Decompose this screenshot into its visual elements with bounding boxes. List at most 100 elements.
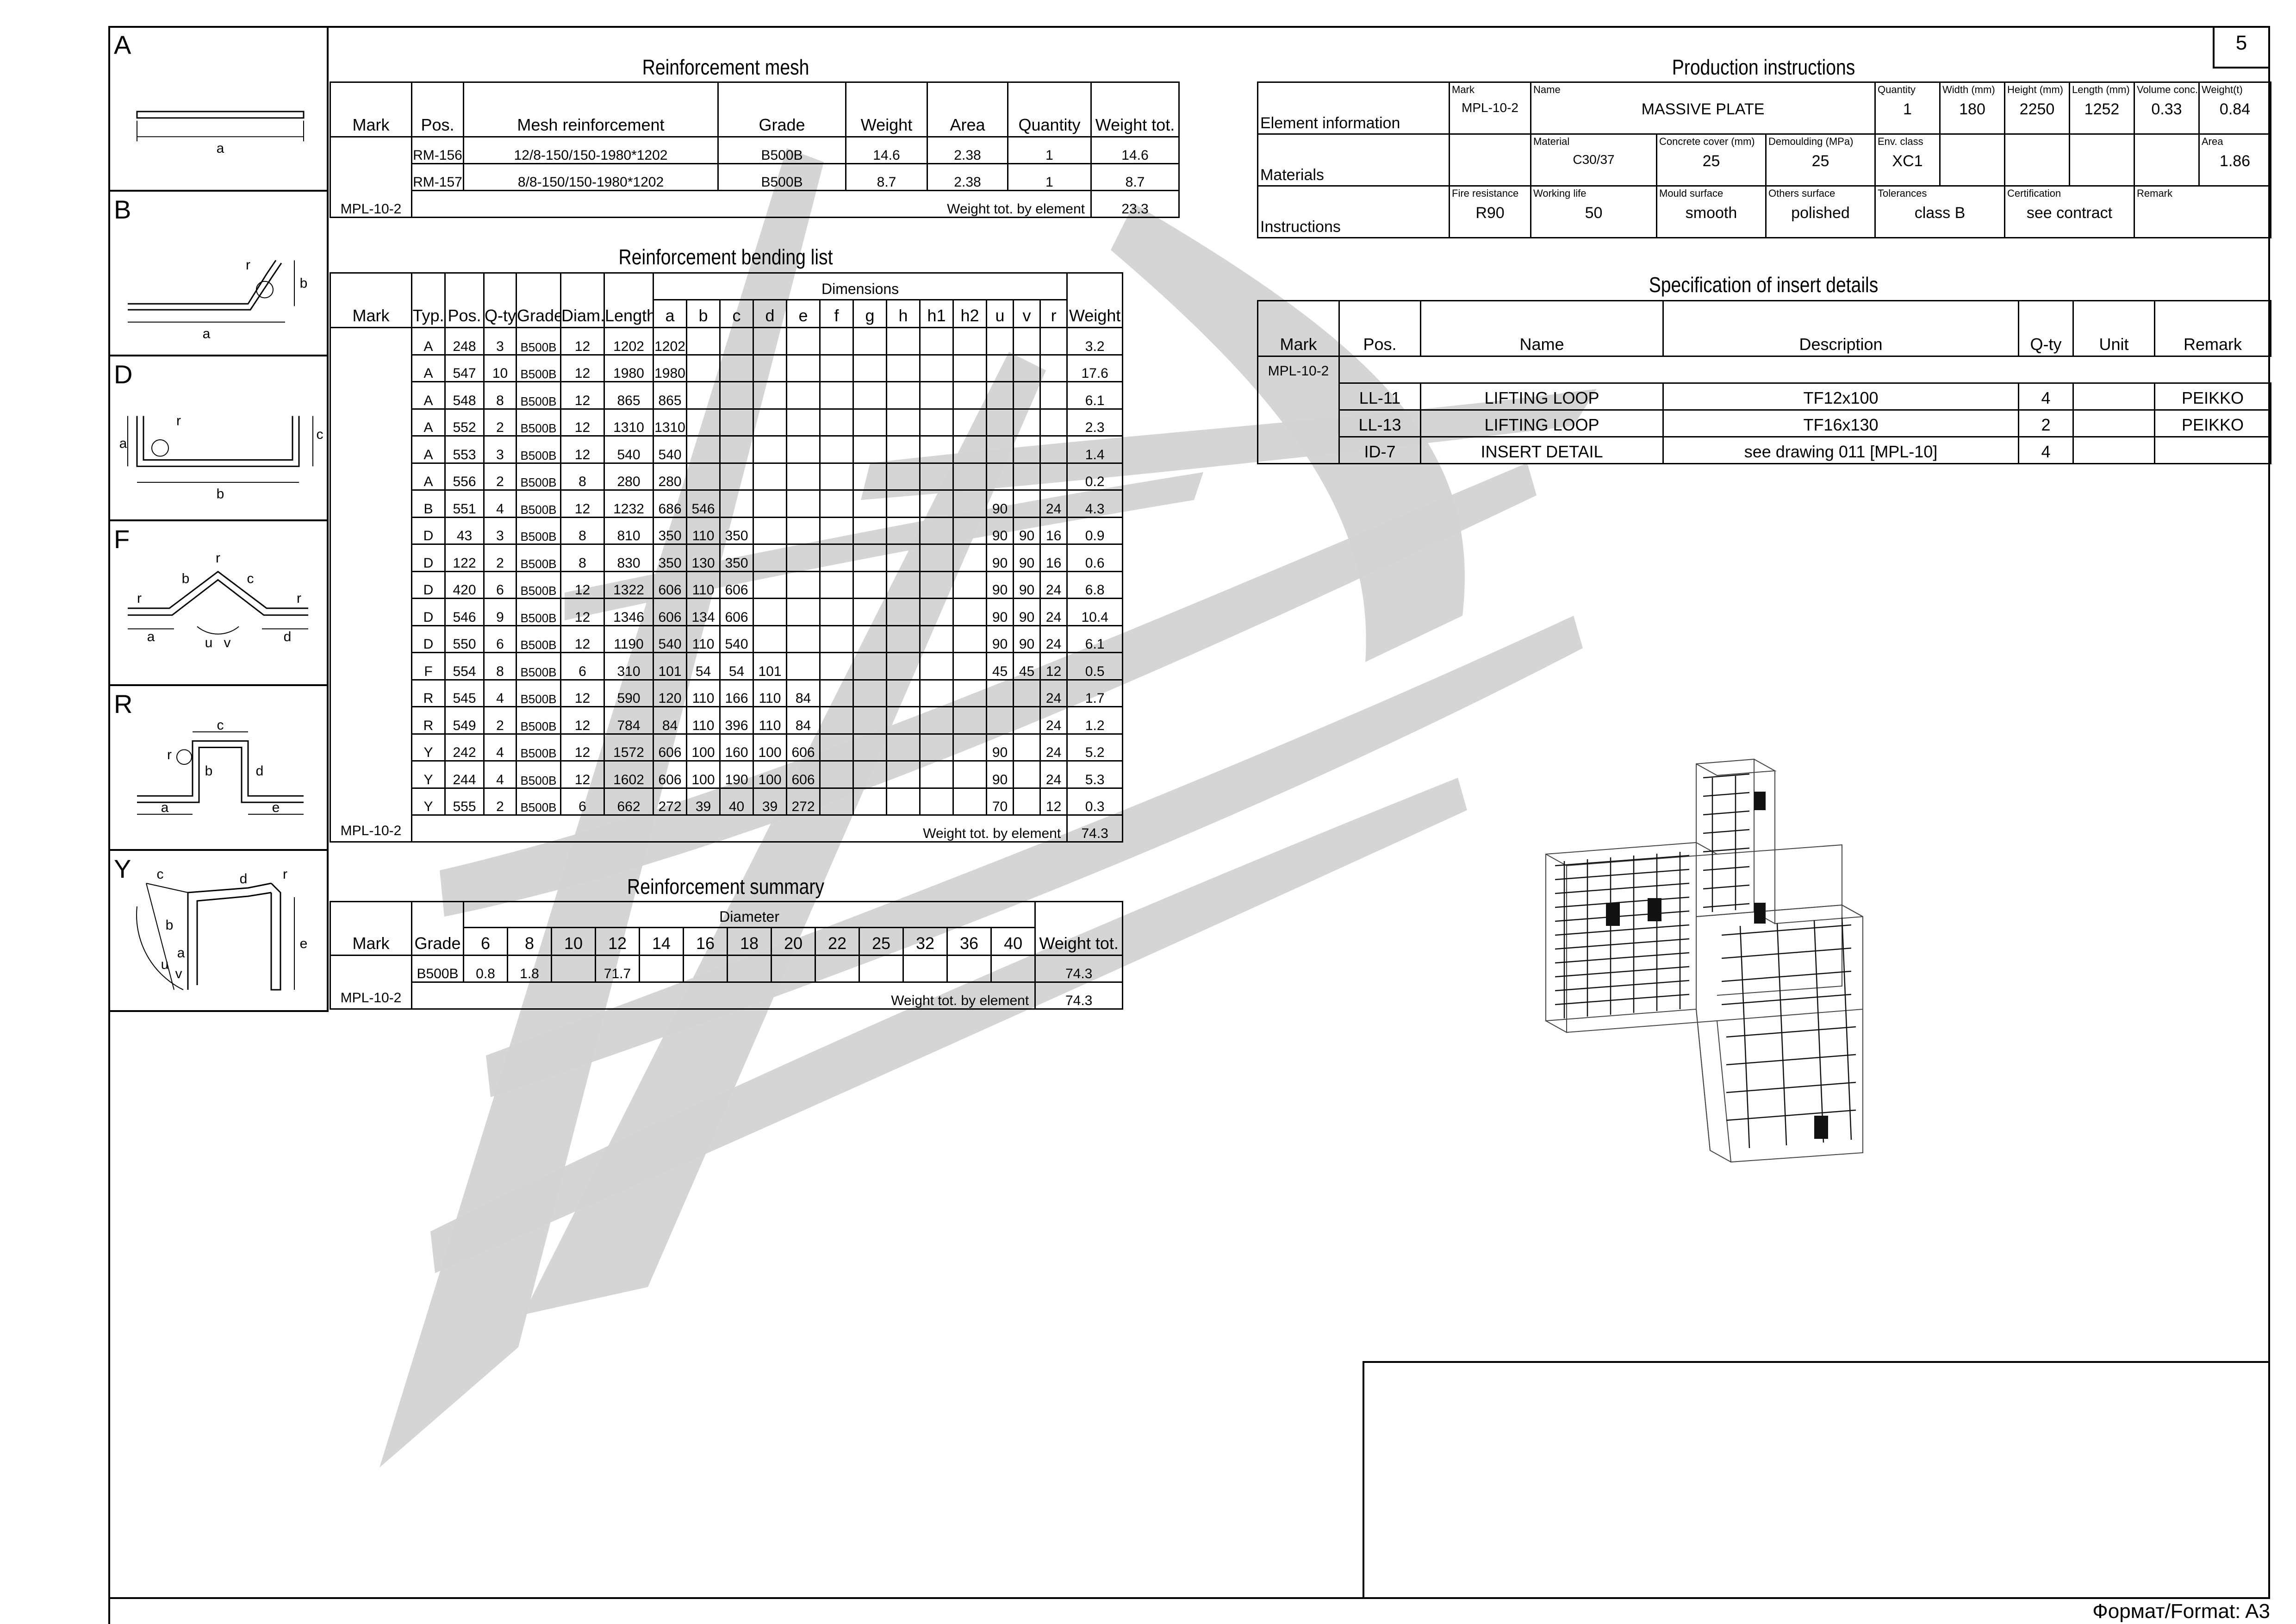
bending-cell: Y [411,787,446,816]
bending-cell: 166 [719,679,754,707]
bending-cell: 12 [560,733,605,762]
inserts-cell: LIFTING LOOP [1420,382,1664,411]
bending-header-diam: Diam. [560,272,605,328]
shape-f-label-u: u [205,635,213,650]
bending-cell: 1322 [604,570,654,599]
bending-cell [786,543,821,572]
bending-cell [952,462,987,491]
bending-mark: MPL-10-2 [330,327,412,843]
bending-cell: 350 [719,516,754,545]
bending-cell: 8 [560,543,605,572]
shape-r-label-c: c [217,718,224,733]
bending-cell: 555 [444,787,485,816]
bending-cell: 90 [986,570,1014,599]
inserts-header-name: Name [1420,300,1664,357]
production-height-caption: Height (mm) [2007,84,2064,95]
bending-cell: D [411,543,446,572]
bending-cell: 122 [444,543,485,572]
bending-cell [753,435,787,464]
bending-cell [952,733,987,762]
bending-cell: 24 [1039,706,1068,735]
bending-cell: 90 [1013,570,1041,599]
production-quantity-caption: Quantity [1878,84,1916,95]
bending-cell [919,679,954,707]
bending-cell [886,570,921,599]
bending-header-pos: Pos. [444,272,485,328]
mesh-cell: 2.38 [927,136,1008,164]
bending-cell [919,598,954,626]
bending-cell: 546 [686,489,721,518]
bending-cell [919,516,954,545]
bending-cell [919,733,954,762]
shape-f-label-v: v [224,635,230,650]
bending-cell: 606 [653,598,687,626]
bending-total-label: Weight tot. by element [411,814,1068,843]
bending-cell: 8 [483,381,517,410]
bending-cell [886,787,921,816]
bending-cell: 24 [1039,733,1068,762]
bending-cell [852,435,887,464]
bending-cell: 6 [483,625,517,653]
bending-cell [786,570,821,599]
bending-cell [886,733,921,762]
bending-cell [786,381,821,410]
bending-cell [986,435,1014,464]
bending-cell: 43 [444,516,485,545]
bending-cell [819,435,854,464]
bending-cell: 4 [483,733,517,762]
inserts-mark: MPL-10-2 [1257,356,1340,464]
summary-total: 74.3 [1034,981,1124,1010]
bending-cell: 12 [560,598,605,626]
bending-cell [753,327,787,356]
bending-cell: 90 [1013,543,1041,572]
production-others-caption: Others surface [1768,187,1836,199]
mesh-cell: 8.7 [1090,163,1180,191]
mesh-header-mark: Mark [330,81,412,137]
bending-cell: 2 [483,408,517,437]
bending-cell: 606 [653,570,687,599]
bending-cell: 1310 [653,408,687,437]
bending-cell: 6.8 [1066,570,1124,599]
bending-cell [952,652,987,681]
bending-cell: B500B [516,706,561,735]
shape-f-label-c: c [247,571,254,587]
format-label: Формат/Format: A3 [2092,1600,2270,1623]
bending-cell: 540 [719,625,754,653]
shape-d-diagram: a b c r [119,413,324,501]
bending-cell [1013,760,1041,789]
inserts-header-description: Description [1662,300,2019,357]
bending-cell: 552 [444,408,485,437]
bending-header-dim-f: f [819,299,854,328]
production-mould: smooth [1685,204,1737,222]
element-3d-view [1545,758,1863,1163]
bending-cell [1013,327,1041,356]
bending-cell [886,543,921,572]
bending-cell: 101 [753,652,787,681]
mesh-cell: 8.7 [845,163,928,191]
bending-cell: 3 [483,435,517,464]
bending-cell [1013,733,1041,762]
shape-d-box: D a b c r [109,356,328,521]
inserts-header-qty: Q-ty [2018,300,2074,357]
summary-cell [902,955,948,983]
bending-cell: 550 [444,625,485,653]
bending-cell [986,679,1014,707]
production-height: 2250 [2019,100,2055,118]
production-cover-caption: Concrete cover (mm) [1659,136,1755,147]
inserts-cell [2154,436,2271,464]
bending-cell [819,679,854,707]
bending-header-dim-v: v [1013,299,1041,328]
bending-cell: 396 [719,706,754,735]
production-element-label: Element information [1260,114,1400,132]
bending-cell [919,462,954,491]
summary-cell [815,955,860,983]
bending-cell: B500B [516,760,561,789]
mesh-cell: 1 [1007,163,1092,191]
bending-cell: 12 [560,408,605,437]
mesh-total: 23.3 [1090,190,1180,218]
summary-header-dia-8: 8 [507,927,552,956]
bending-cell: 3.2 [1066,327,1124,356]
inserts-cell: TF16x130 [1662,409,2019,437]
shape-y-label-e: e [300,936,308,951]
